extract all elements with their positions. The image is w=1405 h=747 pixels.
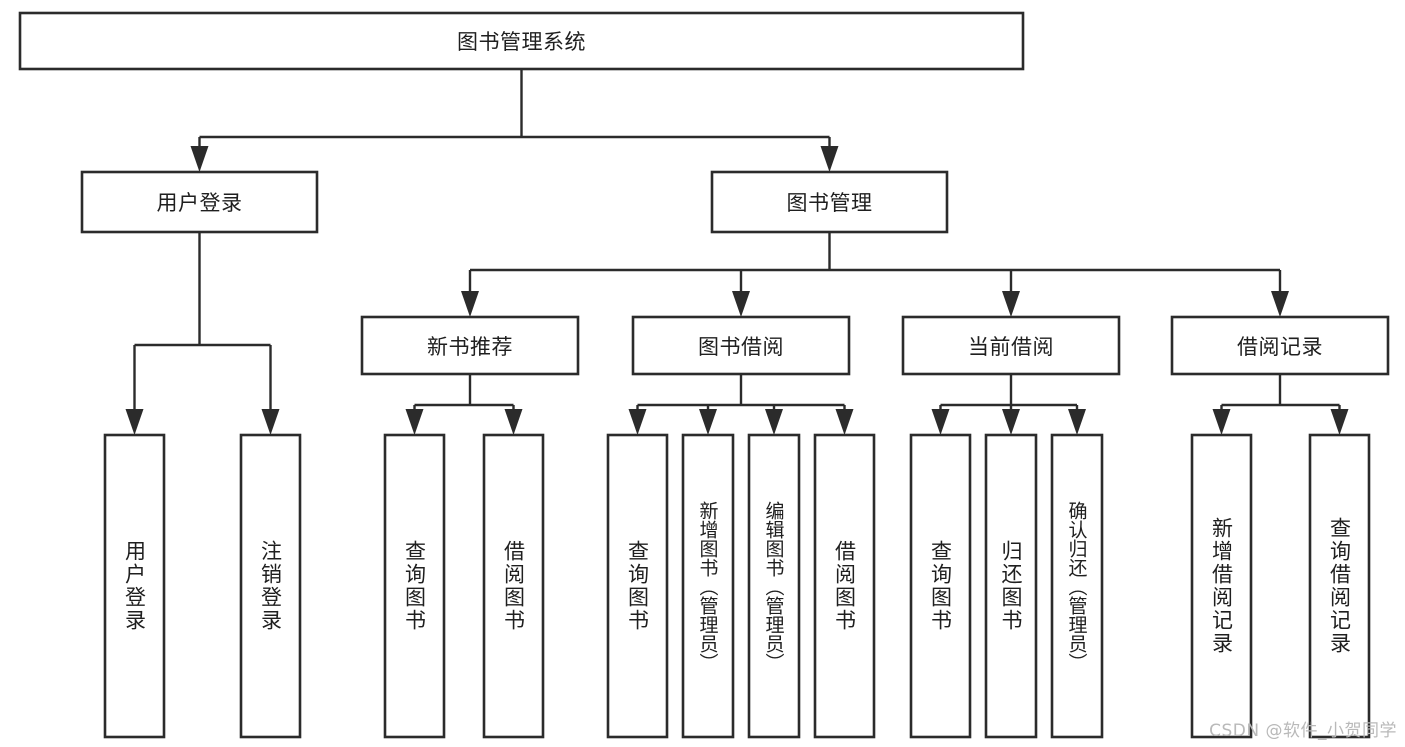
arrow-head-icon bbox=[504, 409, 523, 435]
arrow-head-icon bbox=[1068, 409, 1086, 435]
arrow-head-icon bbox=[732, 291, 750, 317]
node-boxes bbox=[18, 11, 1390, 739]
arrow-head-icon bbox=[125, 409, 144, 435]
node-box-leaf-return-book[interactable] bbox=[984, 433, 1038, 739]
node-box-leaf-user-login[interactable] bbox=[103, 433, 166, 739]
node-box-leaf-confirm-return[interactable] bbox=[1050, 433, 1104, 739]
node-box-leaf-query-book-3[interactable] bbox=[909, 433, 972, 739]
arrow-head-icon bbox=[1002, 409, 1020, 435]
node-box-new-book-recommend[interactable] bbox=[360, 315, 580, 376]
node-box-root[interactable] bbox=[18, 11, 1025, 71]
arrow-head-icon bbox=[765, 409, 783, 435]
node-box-leaf-edit-book[interactable] bbox=[747, 433, 801, 739]
arrow-head-icon bbox=[190, 146, 209, 172]
node-box-user-login[interactable] bbox=[80, 170, 319, 234]
node-box-leaf-user-logout[interactable] bbox=[239, 433, 302, 739]
arrow-head-icon bbox=[405, 409, 424, 435]
arrow-head-icon bbox=[461, 291, 479, 317]
arrow-head-icon bbox=[1271, 291, 1289, 317]
node-box-borrow-records[interactable] bbox=[1170, 315, 1390, 376]
arrow-head-icon bbox=[699, 409, 717, 435]
node-box-leaf-query-book-1[interactable] bbox=[383, 433, 446, 739]
node-box-leaf-borrow-book-2[interactable] bbox=[813, 433, 876, 739]
node-box-leaf-query-record[interactable] bbox=[1308, 433, 1371, 739]
arrow-head-icon bbox=[1212, 409, 1231, 435]
node-box-leaf-query-book-2[interactable] bbox=[606, 433, 669, 739]
node-box-book-manage[interactable] bbox=[710, 170, 949, 234]
node-box-leaf-add-book[interactable] bbox=[681, 433, 735, 739]
arrow-head-icon bbox=[835, 409, 854, 435]
arrow-head-icon bbox=[1330, 409, 1349, 435]
arrow-head-icon bbox=[261, 409, 280, 435]
node-box-leaf-add-record[interactable] bbox=[1190, 433, 1253, 739]
node-box-book-borrow[interactable] bbox=[631, 315, 851, 376]
connector-lines bbox=[125, 69, 1349, 435]
watermark-text: CSDN @软件_小贺同学 bbox=[1209, 721, 1397, 741]
arrow-head-icon bbox=[1002, 291, 1020, 317]
arrow-head-icon bbox=[931, 409, 950, 435]
arrow-head-icon bbox=[628, 409, 647, 435]
arrow-head-icon bbox=[820, 146, 839, 172]
node-box-current-borrow[interactable] bbox=[901, 315, 1121, 376]
node-box-leaf-borrow-book-1[interactable] bbox=[482, 433, 545, 739]
